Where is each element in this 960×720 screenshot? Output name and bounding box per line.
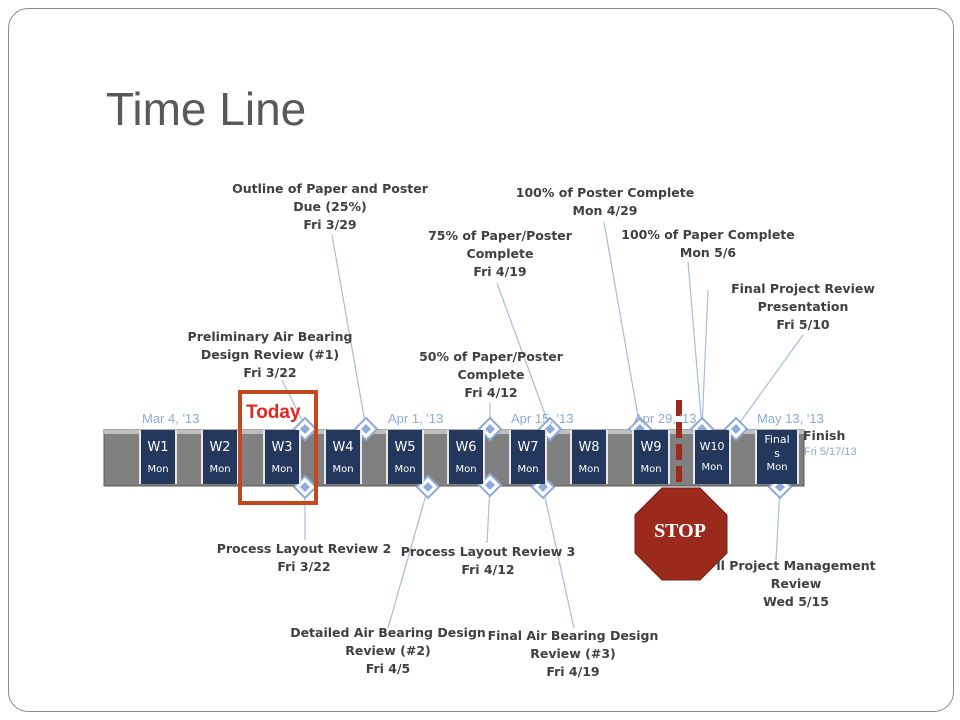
- leader-line: [701, 289, 709, 429]
- leader-line: [331, 234, 367, 429]
- finish-date: Fri 5/17/13: [804, 446, 857, 458]
- leader-line: [735, 334, 804, 429]
- timeline-date: Apr 29, '13: [634, 411, 697, 426]
- milestone-label: Outline of Paper and Poster Due (25%) Fr…: [232, 181, 428, 232]
- milestone-label: Process Layout Review 3 Fri 4/12: [400, 544, 576, 577]
- leader-line: [281, 379, 306, 427]
- milestone-label: 100% of Poster Complete Mon 4/29: [515, 185, 695, 218]
- leader-lines: [281, 221, 804, 629]
- milestone-label: 50% of Paper/Poster Complete Fri 4/12: [419, 349, 563, 400]
- leader-line: [496, 282, 551, 429]
- stop-post: [676, 400, 682, 482]
- milestone-label: Detailed Air Bearing Design Review (#2) …: [290, 625, 486, 676]
- leader-line: [687, 261, 703, 429]
- today-label: Today: [246, 402, 301, 423]
- slide-title: Time Line: [106, 83, 307, 135]
- slide-frame: [8, 8, 954, 712]
- timeline-date: Mar 4, '13: [142, 411, 200, 426]
- timeline-date: Apr 15, '13: [511, 411, 574, 426]
- stop-sign-label: STOP: [654, 520, 706, 542]
- timeline-date: May 13, '13: [757, 411, 824, 426]
- finish-label: Finish: [803, 428, 846, 443]
- leader-line: [387, 487, 429, 629]
- leader-line: [603, 221, 641, 429]
- timeline-date: Apr 1, '13: [388, 411, 444, 426]
- today-marker: [238, 390, 318, 505]
- milestone-label: ll Project Management Review Wed 5/15: [716, 558, 876, 609]
- milestone-label: 75% of Paper/Poster Complete Fri 4/19: [428, 228, 572, 279]
- milestone-label: Final Project Review Presentation Fri 5/…: [731, 281, 875, 332]
- milestone-label: Preliminary Air Bearing Design Review (#…: [187, 329, 353, 380]
- leader-line: [775, 487, 781, 561]
- milestone-label: Process Layout Review 2 Fri 3/22: [216, 541, 392, 574]
- milestone-label: 100% of Paper Complete Mon 5/6: [621, 227, 795, 260]
- milestone-label: Final Air Bearing Design Review (#3) Fri…: [487, 628, 659, 679]
- stop-sign: [634, 487, 728, 581]
- leader-line: [542, 487, 575, 629]
